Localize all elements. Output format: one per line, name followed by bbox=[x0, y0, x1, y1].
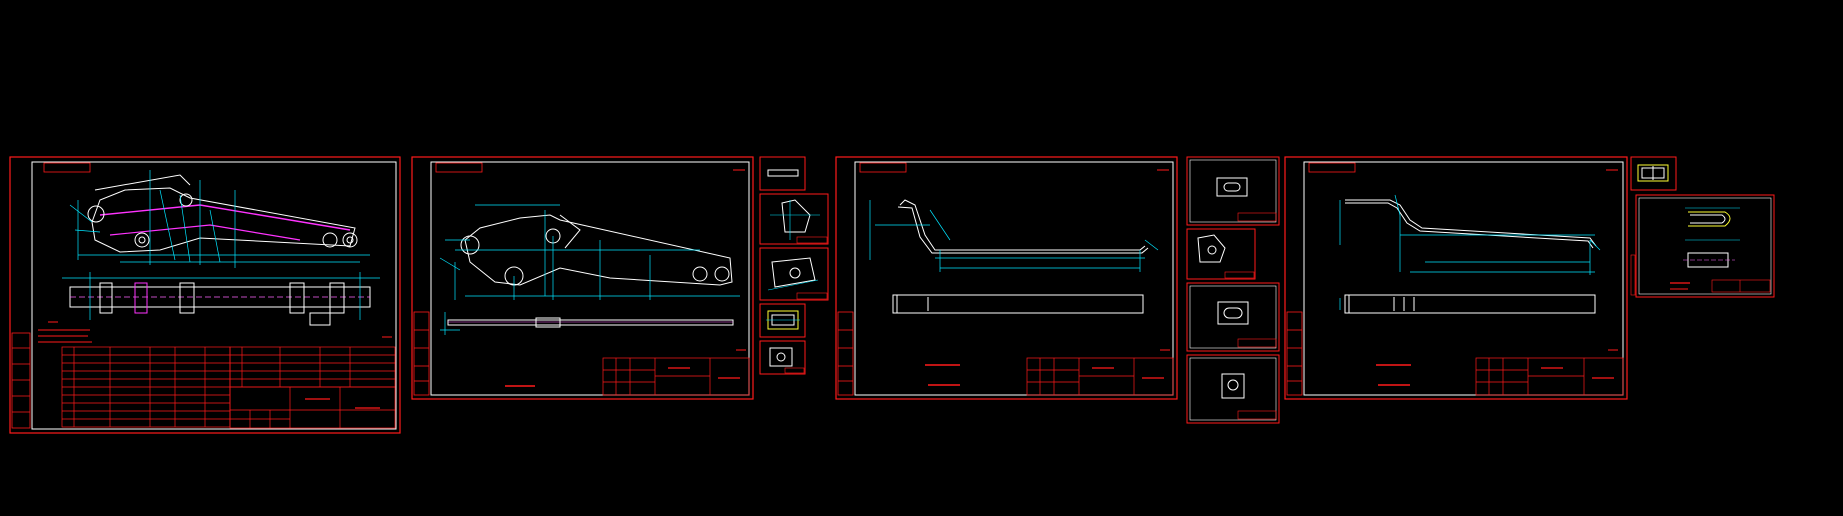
detail-view-6[interactable] bbox=[1186, 156, 1280, 226]
sheet-border bbox=[411, 156, 754, 400]
title-block bbox=[229, 386, 396, 429]
plate-side-view bbox=[869, 199, 1159, 272]
revision-strip bbox=[11, 332, 31, 429]
detail-view-10[interactable] bbox=[1630, 156, 1677, 191]
technical-notes bbox=[38, 321, 92, 343]
detail-column-2[interactable] bbox=[1186, 156, 1280, 424]
title-block bbox=[1475, 357, 1624, 396]
revision-strip bbox=[413, 311, 430, 396]
detail-column-1[interactable] bbox=[759, 156, 829, 375]
strip-side-view bbox=[1339, 194, 1601, 275]
plate-plan-view bbox=[892, 294, 1144, 314]
drawing-frame bbox=[854, 161, 1174, 396]
lever-assembly-view bbox=[69, 170, 370, 268]
sheet-border bbox=[1284, 156, 1628, 400]
detail-view-11[interactable] bbox=[1635, 194, 1775, 298]
sheet-border bbox=[835, 156, 1178, 400]
detail-view-3[interactable] bbox=[759, 247, 829, 301]
drawing-frame bbox=[430, 161, 750, 396]
revision-strip-mini bbox=[1630, 254, 1636, 296]
detail-view-9[interactable] bbox=[1186, 354, 1280, 424]
detail-view-7[interactable] bbox=[1186, 228, 1256, 280]
sheet-assembly[interactable] bbox=[9, 156, 401, 434]
revision-strip bbox=[837, 311, 854, 396]
detail-view-4[interactable] bbox=[759, 303, 806, 338]
sheet-bent-strip[interactable] bbox=[1284, 156, 1628, 400]
sheet-border bbox=[9, 156, 401, 434]
sheet-bent-plate[interactable] bbox=[835, 156, 1178, 400]
drawing-frame bbox=[1303, 161, 1624, 396]
assembly-section-view bbox=[62, 272, 380, 326]
drawing-number-box bbox=[859, 162, 907, 173]
detail-view-8[interactable] bbox=[1186, 282, 1280, 352]
drawing-frame bbox=[31, 161, 397, 430]
drawing-number-box bbox=[43, 162, 91, 173]
lever-plan-view bbox=[440, 312, 734, 335]
detail-view-5[interactable] bbox=[759, 340, 806, 375]
title-block bbox=[602, 357, 750, 396]
sheet-lever[interactable] bbox=[411, 156, 754, 400]
drawing-number-box bbox=[435, 162, 483, 173]
detail-column-3[interactable] bbox=[1630, 156, 1775, 298]
title-block bbox=[1026, 357, 1174, 396]
lever-side-view bbox=[439, 204, 740, 300]
strip-plan-view bbox=[1339, 294, 1596, 314]
drawing-number-box bbox=[1308, 162, 1356, 173]
detail-view-2[interactable] bbox=[759, 193, 829, 245]
parts-list-table bbox=[61, 346, 231, 428]
parts-list-table-right bbox=[229, 346, 396, 388]
detail-view-1[interactable] bbox=[759, 156, 806, 191]
revision-strip bbox=[1286, 311, 1303, 396]
